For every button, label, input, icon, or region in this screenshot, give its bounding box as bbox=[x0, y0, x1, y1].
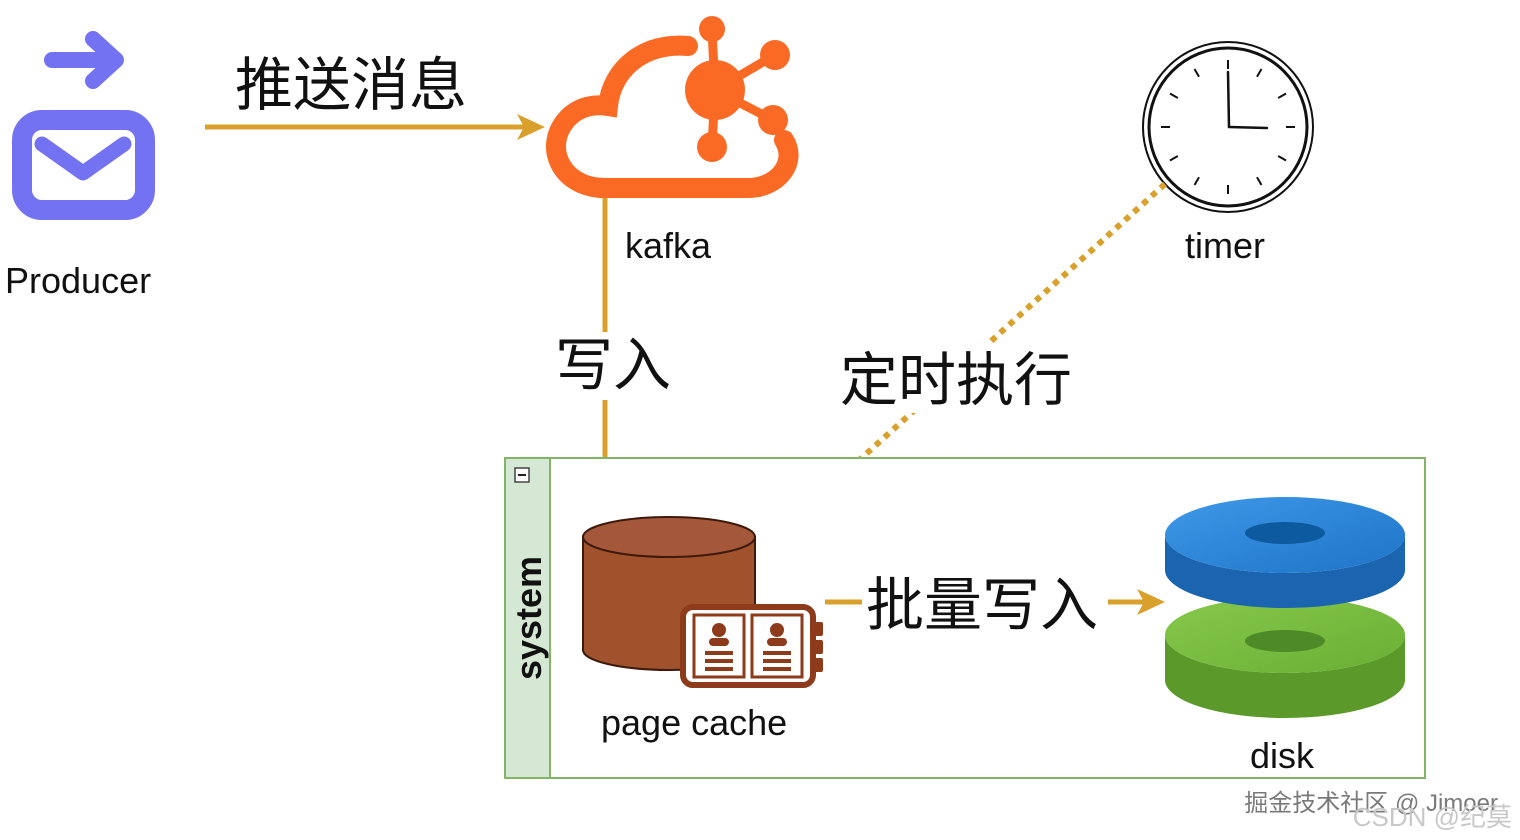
clock-tick bbox=[1277, 92, 1287, 99]
clock-tick bbox=[1193, 68, 1200, 78]
edge-scheduled: 定时执行 bbox=[798, 181, 1168, 516]
clock-hour-hand bbox=[1226, 70, 1231, 129]
arrowhead-icon bbox=[1137, 589, 1165, 615]
page-cache-label: page cache bbox=[601, 702, 787, 743]
disk-platter-blue bbox=[1165, 497, 1405, 608]
edge-push: 推送消息 bbox=[205, 53, 545, 140]
edge-push-label: 推送消息 bbox=[235, 53, 467, 118]
clock-tick bbox=[1256, 176, 1263, 186]
system-label: system bbox=[508, 556, 549, 680]
timer-node: timer bbox=[1142, 41, 1314, 266]
clock-minute-hand bbox=[1227, 125, 1269, 130]
timer-label: timer bbox=[1185, 225, 1265, 266]
envelope-icon bbox=[12, 110, 155, 220]
edge-label-background bbox=[837, 343, 1079, 413]
edge-label-background bbox=[862, 566, 1108, 638]
clock-ticks bbox=[1161, 60, 1295, 194]
kafka-cloud-icon bbox=[546, 16, 799, 198]
send-arrow-icon bbox=[44, 31, 124, 89]
clock-tick bbox=[1193, 176, 1200, 186]
clock-tick bbox=[1169, 155, 1179, 162]
edge-scheduled-line bbox=[811, 181, 1168, 504]
collapse-icon bbox=[514, 467, 530, 483]
clock-icon bbox=[1142, 41, 1314, 213]
edge-batch-write: 批量写入 bbox=[825, 566, 1165, 638]
kafka-node: kafka bbox=[546, 16, 799, 266]
edge-write-label: 写入 bbox=[555, 333, 671, 398]
kafka-label: kafka bbox=[625, 225, 712, 266]
watermark-juejin: 掘金技术社区 @ Jimoer bbox=[1244, 790, 1498, 817]
disk-stack-icon bbox=[1165, 497, 1405, 718]
disk-platter-green bbox=[1165, 597, 1405, 718]
address-book-icon bbox=[680, 604, 823, 688]
edge-batch-write-label: 批量写入 bbox=[866, 573, 1098, 638]
mail-send-icon bbox=[12, 31, 155, 220]
page-cache-node: page cache bbox=[582, 516, 823, 743]
clock-tick bbox=[1256, 68, 1263, 78]
arrowhead-icon bbox=[517, 114, 545, 140]
clock-tick bbox=[1277, 155, 1287, 162]
watermark-csdn: CSDN @纪莫 bbox=[1353, 802, 1512, 832]
database-book-icon bbox=[582, 516, 823, 688]
edge-scheduled-label: 定时执行 bbox=[840, 348, 1072, 413]
producer-label: Producer bbox=[5, 260, 151, 301]
producer-node: Producer bbox=[5, 31, 155, 301]
edge-label-background bbox=[552, 332, 674, 400]
system-header-strip bbox=[504, 457, 551, 779]
disk-node: disk bbox=[1165, 497, 1405, 776]
disk-label: disk bbox=[1250, 735, 1315, 776]
clock-tick bbox=[1169, 92, 1179, 99]
